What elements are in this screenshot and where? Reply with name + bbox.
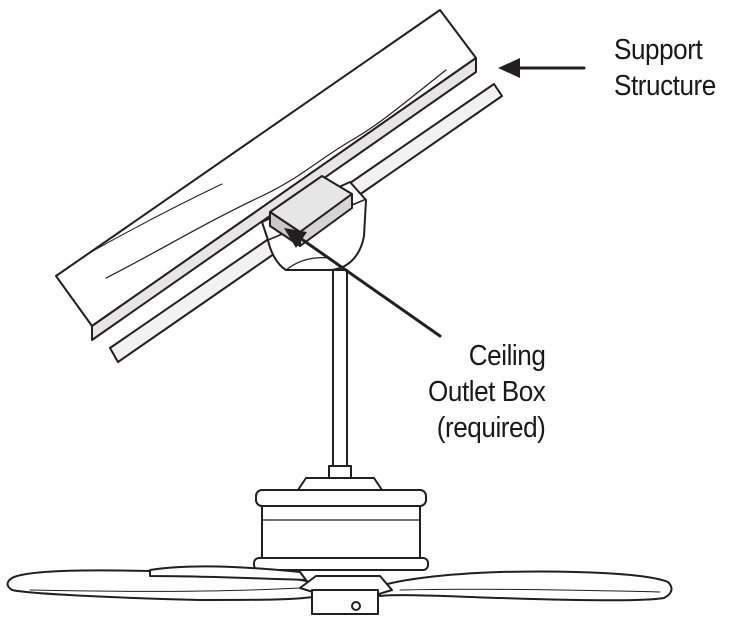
outlet-box-arrow xyxy=(284,228,442,338)
support-structure-label: Support Structure xyxy=(614,32,716,104)
support-structure-label-line1: Support xyxy=(614,34,703,66)
support-structure xyxy=(55,9,477,341)
support-structure-label-line2: Structure xyxy=(614,70,716,102)
ceiling-outlet-box-label-line1: Ceiling xyxy=(468,340,545,372)
fan-motor-housing xyxy=(253,477,429,571)
ceiling-outlet-box-label: Ceiling Outlet Box (required) xyxy=(427,338,546,446)
fan-blades xyxy=(6,565,673,615)
support-structure-arrow xyxy=(498,58,586,78)
ceiling-outlet-box-label-line2: Outlet Box xyxy=(427,376,546,408)
downrod xyxy=(328,269,352,479)
ceiling-outlet-box-label-line3: (required) xyxy=(436,412,545,444)
ceiling-outlet-box xyxy=(269,175,353,247)
